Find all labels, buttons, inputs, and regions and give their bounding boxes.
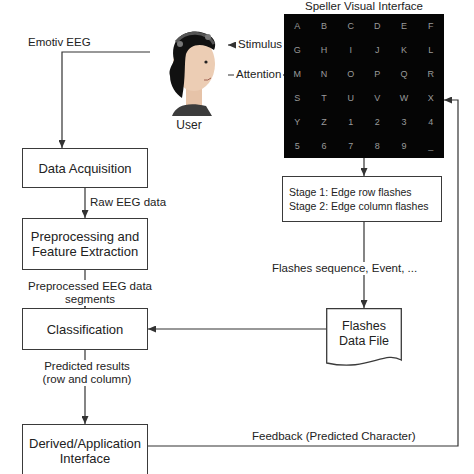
eye — [204, 60, 207, 63]
matrix-character: V — [374, 93, 380, 103]
matrix-character: Q — [400, 69, 407, 79]
matrix-character: 3 — [401, 117, 406, 127]
mouth — [204, 78, 211, 80]
node-text: Derived/Application Interface — [29, 436, 141, 466]
connector-arrow — [148, 100, 458, 446]
process-box: Preprocessing and Feature Extraction — [22, 218, 148, 270]
matrix-character: 9 — [401, 141, 406, 151]
document-shape — [327, 309, 402, 366]
matrix-character: A — [294, 21, 300, 31]
matrix-character: 5 — [295, 141, 300, 151]
edge-label: Predicted results (row and column) — [40, 360, 134, 386]
edge-label: Feedback (Predicted Character) — [252, 430, 416, 443]
connector-arrow — [363, 158, 364, 176]
node-text: Data Acquisition — [38, 161, 131, 176]
matrix-character: Z — [321, 117, 327, 127]
speller-matrix: A B C D E F G H I J K L M N O P Q R S T U V W X Y Z 1 2 3 4 5 6 7 8 9 _ — [284, 14, 444, 158]
hair — [169, 31, 215, 98]
process-box: Derived/Application Interface — [22, 424, 148, 474]
edge-label: Attention — [234, 68, 283, 81]
matrix-character: P — [374, 69, 380, 79]
matrix-character: L — [428, 45, 433, 55]
figure-caption: User — [150, 118, 228, 132]
matrix-character: K — [401, 45, 407, 55]
process-box: Classification — [22, 308, 148, 350]
connector-arrow — [228, 44, 284, 45]
matrix-character: _ — [428, 141, 433, 151]
node-text: Classification — [47, 322, 124, 337]
electrode — [205, 34, 211, 40]
shoulder — [172, 104, 212, 116]
matrix-character: 4 — [428, 117, 433, 127]
node-text: Stage 1: Edge row flashes — [289, 185, 435, 199]
connector-arrow — [228, 74, 284, 75]
matrix-character: I — [349, 45, 352, 55]
matrix-character: 6 — [321, 141, 326, 151]
matrix-character: T — [321, 93, 327, 103]
matrix-character: 1 — [348, 117, 353, 127]
matrix-character: F — [428, 21, 434, 31]
user-head-illustration — [150, 20, 228, 116]
matrix-character: M — [294, 69, 302, 79]
document-text: Flashes Data File — [326, 308, 402, 360]
panel-title: Speller Visual Interface — [284, 0, 444, 13]
connector-arrow — [84, 188, 85, 218]
connector-arrow — [62, 52, 150, 148]
edge-label: Raw EEG data — [90, 196, 166, 209]
stage-box: Stage 1: Edge row flashesStage 2: Edge c… — [282, 176, 442, 222]
node-text: Flashes Data File — [330, 319, 398, 349]
matrix-character: X — [428, 93, 434, 103]
connector-arrow — [84, 350, 85, 424]
speller-grid: Speller Visual InterfaceA B C D E F G H I J K L M N O P… — [284, 0, 444, 158]
matrix-character: 8 — [375, 141, 380, 151]
connector-arrow — [363, 222, 364, 308]
connector-arrow — [84, 270, 85, 308]
edge-label: Emotiv EEG — [28, 36, 91, 49]
matrix-character: O — [347, 69, 354, 79]
matrix-character: H — [321, 45, 328, 55]
edge-label: Preprocessed EEG data segments — [2, 280, 178, 306]
connector-arrow — [148, 328, 326, 329]
matrix-character: C — [347, 21, 354, 31]
matrix-character: 2 — [375, 117, 380, 127]
matrix-character: Y — [294, 117, 300, 127]
matrix-character: 7 — [348, 141, 353, 151]
user-figure: User — [150, 20, 228, 134]
electrode — [177, 41, 183, 47]
matrix-character: S — [294, 93, 300, 103]
matrix-character: G — [294, 45, 301, 55]
matrix-character: N — [321, 69, 328, 79]
edge-label: Stimulus — [236, 38, 284, 51]
node-text: Preprocessing and Feature Extraction — [29, 229, 141, 259]
matrix-character: J — [375, 45, 380, 55]
matrix-character: D — [374, 21, 381, 31]
matrix-character: W — [400, 93, 409, 103]
matrix-character: R — [427, 69, 434, 79]
process-box: Data Acquisition — [22, 148, 148, 188]
matrix-character: U — [347, 93, 354, 103]
data-file: Flashes Data File — [326, 308, 402, 372]
matrix-character: B — [321, 21, 327, 31]
matrix-character: E — [401, 21, 407, 31]
edge-label: Flashes sequence, Event, ... — [270, 262, 419, 275]
node-text: Stage 2: Edge column flashes — [289, 199, 435, 213]
